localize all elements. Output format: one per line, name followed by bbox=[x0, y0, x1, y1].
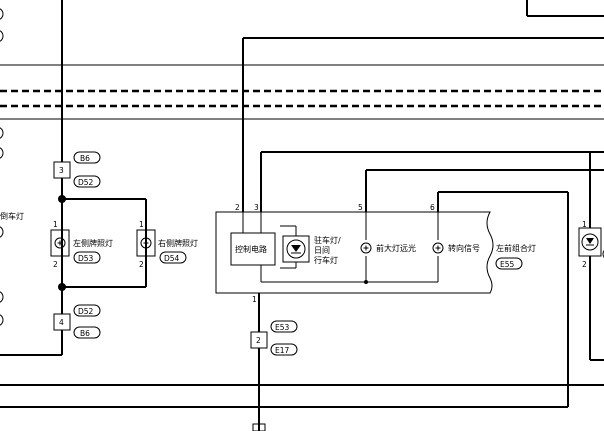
left-lamp-pin-2: 2 bbox=[53, 260, 58, 269]
connector-e17-label: E17 bbox=[275, 346, 290, 355]
connector-e55-label: E55 bbox=[500, 260, 515, 269]
connector-b6-top-label: B6 bbox=[80, 154, 90, 163]
far-right-pin-2: 2 bbox=[582, 260, 587, 269]
connector-b6-bottom-label: B6 bbox=[80, 329, 90, 338]
connector-b6-bottom bbox=[73, 326, 101, 339]
far-right-component: 1 2 bbox=[578, 152, 604, 361]
connector-d54 bbox=[159, 251, 187, 264]
control-circuit-label: 控制电路 bbox=[235, 244, 267, 254]
left-front-combination-lamp: 2 3 5 6 1 控制电路 驻车灯/ 日间 行车灯 前大灯远光 bbox=[215, 203, 536, 304]
combo-pin-2: 2 bbox=[235, 203, 240, 212]
combo-internal-splice bbox=[364, 280, 368, 284]
combo-pin-6: 6 bbox=[430, 203, 435, 212]
left-edge-fragments: 倒车灯 bbox=[0, 8, 24, 326]
connector-e53 bbox=[270, 320, 298, 333]
far-right-pin-1: 1 bbox=[582, 220, 587, 229]
left-clipped-label: 倒车灯 bbox=[0, 211, 24, 221]
headlamp-high-label: 前大灯远光 bbox=[376, 243, 416, 253]
license-lamp-circuit: 1 2 左侧牌照灯 D53 1 2 右侧牌照灯 D54 bbox=[50, 195, 198, 291]
left-license-lamp-label: 左侧牌照灯 bbox=[73, 238, 113, 248]
pin-4-label: 4 bbox=[59, 318, 64, 327]
ground-path: 2 E53 E17 bbox=[250, 293, 298, 431]
turn-signal-label: 转向信号 bbox=[448, 243, 480, 253]
connector-d52-top-label: D52 bbox=[78, 178, 94, 187]
combo-pin-5: 5 bbox=[358, 203, 363, 212]
passthrough-connector-bottom: 4 D52 B6 bbox=[53, 304, 101, 339]
connector-d54-label: D54 bbox=[164, 254, 180, 263]
control-circuit-box bbox=[230, 232, 276, 266]
left-lamp-pin-1: 1 bbox=[53, 220, 58, 229]
connector-d53 bbox=[73, 251, 101, 264]
combo-lamp-feed-wires bbox=[0, 0, 604, 408]
connector-b6-top bbox=[73, 151, 101, 164]
connector-d52-bottom bbox=[73, 304, 101, 317]
connector-d52-top bbox=[73, 175, 101, 188]
passthrough-connector-top: 3 B6 D52 bbox=[53, 151, 101, 188]
e-pass-pin-2: 2 bbox=[256, 336, 261, 345]
right-lamp-pin-1: 1 bbox=[139, 220, 144, 229]
splice-bottom bbox=[58, 283, 66, 291]
parking-lamp-label-2: 日间 bbox=[314, 246, 330, 255]
combo-lamp-title: 左前组合灯 bbox=[496, 243, 536, 253]
splice-top bbox=[58, 195, 66, 203]
parking-lamp-label-1: 驻车灯/ bbox=[314, 235, 341, 245]
right-license-lamp-icon bbox=[140, 237, 152, 249]
connector-e55 bbox=[495, 257, 523, 270]
combo-pin-1: 1 bbox=[252, 295, 257, 304]
right-license-lamp-label: 右侧牌照灯 bbox=[158, 238, 198, 248]
connector-e53-label: E53 bbox=[275, 323, 290, 332]
left-vertical-wire bbox=[0, 0, 63, 356]
connector-e17 bbox=[270, 343, 298, 356]
turn-signal-icon bbox=[432, 242, 444, 254]
right-lamp-pin-2: 2 bbox=[139, 260, 144, 269]
dashed-harness-lines bbox=[0, 64, 604, 120]
connector-d53-label: D53 bbox=[78, 254, 94, 263]
connector-d52-bottom-label: D52 bbox=[78, 307, 94, 316]
led-parking-lamp-icon bbox=[286, 239, 306, 259]
left-license-lamp-icon bbox=[54, 237, 66, 249]
parking-lamp-label-3: 行车灯 bbox=[314, 255, 338, 265]
far-right-led-icon bbox=[581, 233, 599, 251]
pin-3-label: 3 bbox=[59, 166, 64, 175]
combo-pin-3: 3 bbox=[254, 203, 259, 212]
headlamp-high-beam-icon bbox=[360, 242, 372, 254]
